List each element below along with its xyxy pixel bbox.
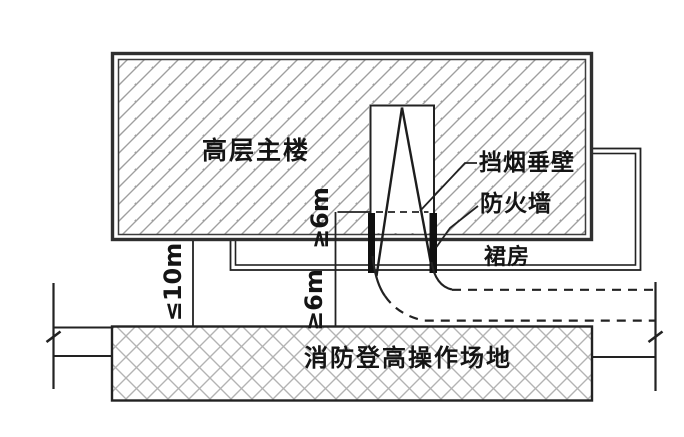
dim-curtain-clearance: ≥6m [306, 187, 334, 249]
smoke-shaft [369, 104, 435, 233]
dimension-lines [45, 212, 664, 391]
smoke-curtain-label: 挡烟垂壁 [479, 149, 575, 176]
operation-site-label: 消防登高操作场地 [304, 344, 512, 372]
fire-wall-bars [368, 213, 437, 273]
dim-building-to-site: ≤10m [159, 243, 187, 322]
smoke-curtain-shape [375, 107, 433, 277]
main-building-label: 高层主楼 [202, 136, 310, 165]
podium-label: 裙房 [484, 244, 530, 270]
smoke-flow-curves [371, 255, 655, 322]
main-building [110, 51, 594, 242]
leader-lines [419, 162, 479, 248]
dim-podium-clearance: ≥6m [300, 269, 328, 331]
fire-wall-label: 防火墙 [480, 190, 552, 217]
smoke-curtain-leader [419, 162, 477, 212]
fire-wall-leader [435, 205, 479, 248]
operation-site-strip [110, 325, 594, 402]
